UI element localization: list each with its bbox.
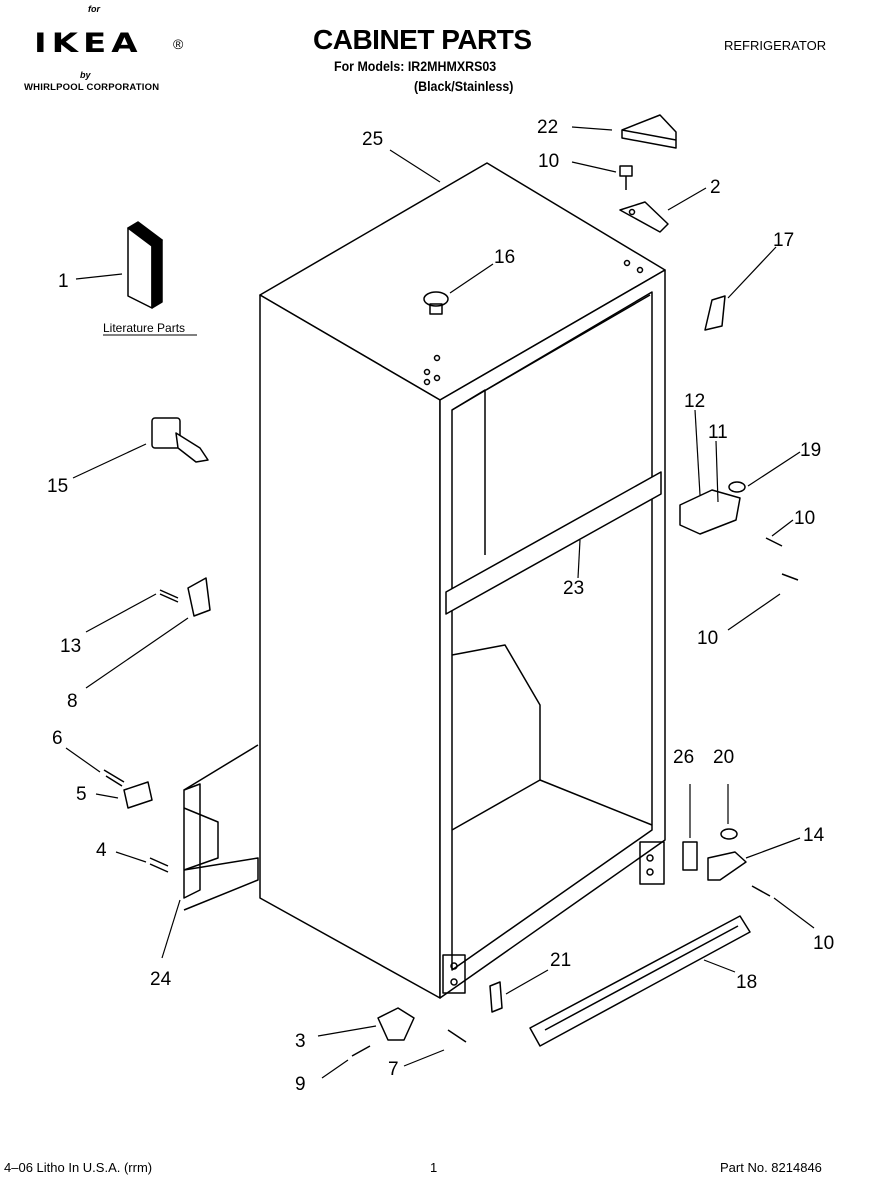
grille-part-18 xyxy=(529,915,751,1047)
hinge-part-5 xyxy=(123,781,153,809)
callout-7: 7 xyxy=(388,1059,399,1080)
callout-15: 15 xyxy=(47,476,68,497)
screw-part-10-lower xyxy=(751,885,771,897)
callout-17: 17 xyxy=(773,230,794,251)
callout-10-top: 10 xyxy=(538,151,559,172)
callout-24: 24 xyxy=(150,969,172,990)
screw-part-13 xyxy=(159,589,179,603)
literature-parts-icon xyxy=(127,221,163,309)
part-number: Part No. 8214846 xyxy=(720,1160,822,1175)
screw-part-4 xyxy=(149,857,169,873)
screw-part-10-right xyxy=(765,537,799,581)
callout-10-lower: 10 xyxy=(813,933,834,954)
print-info: 4–06 Litho In U.S.A. (rrm) xyxy=(4,1160,153,1175)
brand-prefix: for xyxy=(88,4,100,14)
callout-10-mid: 10 xyxy=(697,628,718,649)
callout-18: 18 xyxy=(736,972,757,993)
callout-23: 23 xyxy=(563,578,584,599)
plug-part-16 xyxy=(423,291,449,315)
screw-part-6 xyxy=(103,769,125,787)
callout-2: 2 xyxy=(710,177,721,198)
top-cap-part-22 xyxy=(621,114,677,149)
callout-3: 3 xyxy=(295,1031,306,1052)
brand-owner: WHIRLPOOL CORPORATION xyxy=(24,82,160,93)
callout-4: 4 xyxy=(96,840,107,861)
hinge-part-14 xyxy=(707,851,747,881)
callout-6: 6 xyxy=(52,728,63,749)
callout-1: 1 xyxy=(58,271,69,292)
callout-5: 5 xyxy=(76,784,87,805)
shim-part-26 xyxy=(682,841,698,871)
models-line: For Models: IR2MHMXRS03 xyxy=(334,59,497,74)
bracket-part-8 xyxy=(187,577,211,617)
literature-parts-label: Literature Parts xyxy=(103,321,185,335)
category-label: REFRIGERATOR xyxy=(724,38,827,53)
callout-26: 26 xyxy=(673,747,694,768)
hinge-cover-part-17 xyxy=(704,295,726,331)
callout-10-right: 10 xyxy=(794,508,815,529)
callout-20: 20 xyxy=(713,747,734,768)
callout-13: 13 xyxy=(60,636,81,657)
callout-leaders xyxy=(65,126,815,1079)
brand-logo: IKEA xyxy=(34,27,143,59)
clip-part-21 xyxy=(489,981,503,1013)
callout-9: 9 xyxy=(295,1074,306,1095)
hinge-part-11-12 xyxy=(679,489,741,535)
screw-part-7 xyxy=(447,1029,467,1043)
washer-part-19 xyxy=(728,481,746,493)
page-number: 1 xyxy=(430,1160,438,1175)
callout-11: 11 xyxy=(708,422,728,443)
callout-22: 22 xyxy=(537,117,558,138)
callout-19: 19 xyxy=(800,440,821,461)
bracket-part-24 xyxy=(183,744,259,911)
page-title: CABINET PARTS xyxy=(313,24,532,55)
variant-line: (Black/Stainless) xyxy=(414,79,514,94)
washer-part-20 xyxy=(720,828,738,840)
callout-8: 8 xyxy=(67,691,78,712)
callout-16: 16 xyxy=(494,247,515,268)
callout-numbers: 25 22 10 2 17 16 1 12 11 19 10 15 23 13 … xyxy=(47,117,834,1095)
brand-by: by xyxy=(80,70,91,80)
hinge-part-3 xyxy=(377,1007,415,1041)
callout-12: 12 xyxy=(684,391,705,412)
cabinet xyxy=(259,162,666,999)
callout-25: 25 xyxy=(362,129,383,150)
callout-14: 14 xyxy=(803,825,825,846)
door-stop-part-15 xyxy=(151,417,209,463)
registered-mark: ® xyxy=(173,36,184,52)
pin-part-9 xyxy=(351,1045,371,1057)
screw-icon xyxy=(619,165,633,190)
top-hinge-part-2 xyxy=(619,201,669,233)
mullion xyxy=(445,471,662,615)
callout-21: 21 xyxy=(550,950,571,971)
